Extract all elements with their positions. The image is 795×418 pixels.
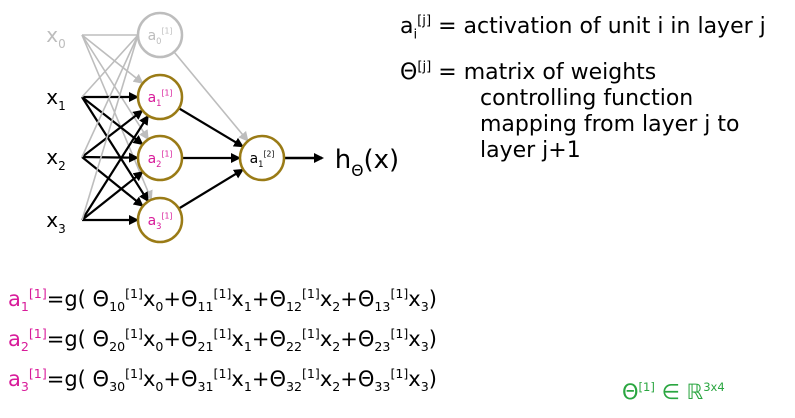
hidden-node-a1 xyxy=(136,73,184,121)
edge-x3-to-a2 xyxy=(81,171,144,221)
edge-x1-to-a3 xyxy=(81,96,149,203)
theta-definition-line4: layer j+1 xyxy=(480,138,581,163)
input-x2: x2 xyxy=(46,145,65,173)
theta-definition: Θ[j] = matrix of weights controlling fun… xyxy=(400,59,740,163)
edge-x2-to-a2 xyxy=(81,152,140,163)
edge-x1-to-a0 xyxy=(81,34,139,98)
edge-x2-to-a1 xyxy=(81,109,144,158)
equation-a1: a1[1]=g( Θ10[1]x0+Θ11[1]x1+Θ12[1]x2+Θ13[… xyxy=(8,286,437,315)
neural-network-diagram: x0 x1 x2 x3 a0[1] a1[1] a2[1] a3[1] a1[2] hΘ(x) xyxy=(46,11,399,244)
edge-x2-to-a0 xyxy=(81,34,139,158)
edge-x3-to-a1 xyxy=(81,114,149,221)
output-label: a1[2] xyxy=(250,150,275,170)
activation-symbol: a xyxy=(400,14,414,39)
hidden-node-a0 xyxy=(136,11,184,59)
input-x3: x3 xyxy=(46,208,65,236)
hidden-node-a2 xyxy=(136,134,184,182)
theta-definition-line1: = matrix of weights xyxy=(431,60,657,85)
equation-a2: a2[1]=g( Θ20[1]x0+Θ21[1]x1+Θ22[1]x2+Θ23[… xyxy=(8,326,437,355)
network-nodes xyxy=(136,11,286,244)
edge-x3-to-a0 xyxy=(81,34,139,221)
network-labels: x0 x1 x2 x3 a0[1] a1[1] a2[1] a3[1] a1[2] hΘ(x) xyxy=(46,23,399,236)
hypothesis-label: hΘ(x) xyxy=(335,145,399,180)
theta-symbol: Θ xyxy=(400,60,418,85)
hidden-node-a3 xyxy=(136,196,184,244)
theta-dimension: Θ[1] ∈ ℝ3x4 xyxy=(622,380,725,404)
hidden-label-a1: a1[1] xyxy=(148,89,173,109)
edge-x0-to-a1 xyxy=(81,34,144,84)
hidden-label-a2: a2[1] xyxy=(148,150,173,170)
network-edges xyxy=(81,34,324,225)
output-node xyxy=(238,134,286,182)
hidden-label-a3: a3[1] xyxy=(148,212,173,232)
hidden-label-a0: a0[1] xyxy=(148,27,173,47)
input-x0: x0 xyxy=(46,23,65,51)
theta-definition-line2: controlling function xyxy=(480,86,694,111)
edge-x2-to-a3 xyxy=(81,156,144,207)
activation-definition-text: = activation of unit i in layer j xyxy=(431,14,766,39)
input-x1: x1 xyxy=(46,85,65,113)
theta-definition-line3: mapping from layer j to xyxy=(480,112,740,137)
equation-a3: a3[1]=g( Θ30[1]x0+Θ31[1]x1+Θ32[1]x2+Θ33[… xyxy=(8,366,437,395)
activation-definition: ai[j] = activation of unit i in layer j xyxy=(400,13,766,43)
